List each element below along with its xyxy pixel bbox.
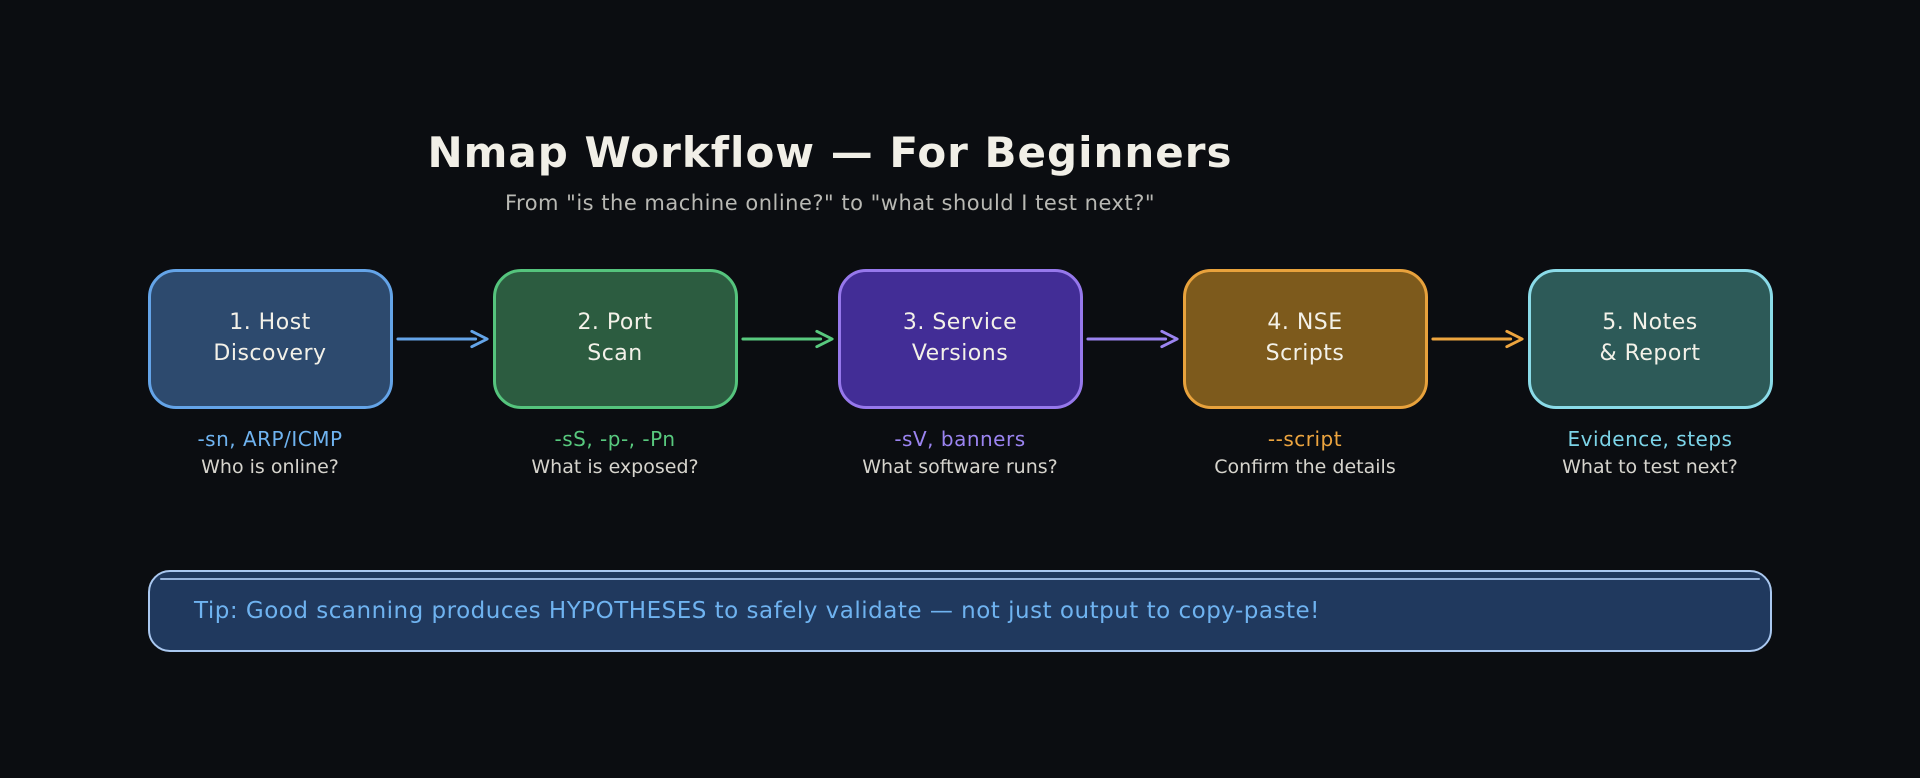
tip-text: Tip: Good scanning produces HYPOTHESES t… (194, 598, 1320, 624)
step-title-line: Scan (587, 341, 643, 366)
step-title-line: 2. Port (577, 310, 653, 336)
step-nse-scripts: 4. NSE Scripts --script Confirm the deta… (1182, 269, 1428, 478)
step-title-line: Scripts (1265, 341, 1345, 366)
step-title-line: 5. Notes (1602, 310, 1698, 336)
step-port-scan: 2. Port Scan -sS, -p-, -Pn What is expos… (492, 269, 738, 478)
diagram-subtitle: From "is the machine online?" to "what s… (504, 191, 1156, 215)
arrow-right-icon (1083, 269, 1183, 409)
step-title-line: 4. NSE (1267, 310, 1343, 336)
step-box-service-versions: 3. Service Versions (837, 269, 1083, 409)
step-question: What is exposed? (531, 456, 699, 478)
workflow-row: 1. Host Discovery -sn, ARP/ICMP Who is o… (0, 269, 1920, 478)
step-notes-report: 5. Notes & Report Evidence, steps What t… (1527, 269, 1773, 478)
tip-banner: Tip: Good scanning produces HYPOTHESES t… (148, 570, 1772, 652)
step-question: Who is online? (201, 456, 339, 478)
arrow-right-icon (1428, 269, 1528, 409)
step-title-line: & Report (1599, 341, 1701, 366)
step-host-discovery: 1. Host Discovery -sn, ARP/ICMP Who is o… (147, 269, 393, 478)
diagram-title: Nmap Workflow — For Beginners (427, 128, 1233, 177)
step-question: Confirm the details (1214, 456, 1396, 478)
step-command: Evidence, steps (1567, 427, 1733, 451)
step-command: -sn, ARP/ICMP (197, 427, 343, 451)
arrow-right-icon (738, 269, 838, 409)
step-box-port-scan: 2. Port Scan (492, 269, 738, 409)
step-command: -sS, -p-, -Pn (554, 427, 676, 451)
step-title-line: Versions (911, 341, 1009, 366)
step-box-nse-scripts: 4. NSE Scripts (1182, 269, 1428, 409)
step-command: -sV, banners (894, 427, 1026, 451)
step-question: What to test next? (1562, 456, 1738, 478)
step-box-host-discovery: 1. Host Discovery (147, 269, 393, 409)
step-box-notes-report: 5. Notes & Report (1527, 269, 1773, 409)
step-title-line: 1. Host (229, 310, 311, 336)
diagram-header: Nmap Workflow — For Beginners From "is t… (0, 128, 1660, 215)
arrow-right-icon (393, 269, 493, 409)
step-service-versions: 3. Service Versions -sV, banners What so… (837, 269, 1083, 478)
step-question: What software runs? (862, 456, 1058, 478)
step-title-line: 3. Service (902, 310, 1018, 336)
step-title-line: Discovery (213, 341, 327, 366)
step-command: --script (1267, 427, 1343, 451)
